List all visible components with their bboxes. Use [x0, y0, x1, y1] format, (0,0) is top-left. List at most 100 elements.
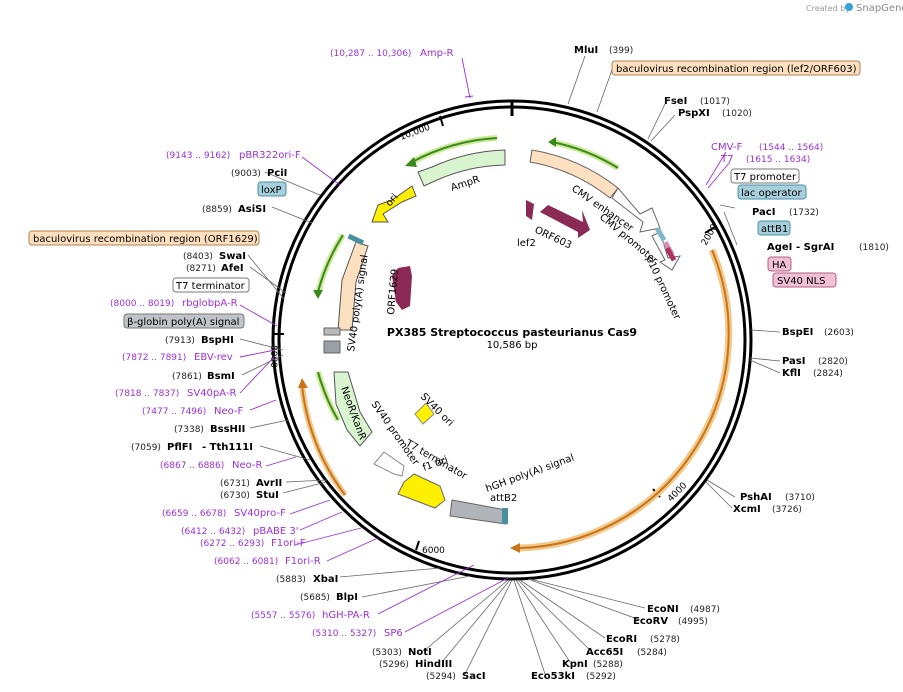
site-blpi[interactable]: BlpI: [336, 592, 358, 603]
site-eco53ki-pos: (5292): [586, 672, 616, 682]
site-stui-pos: (6730): [220, 491, 250, 501]
site-mlui-pos: (399): [609, 46, 633, 56]
site-pshai[interactable]: PshAI: [740, 492, 772, 503]
cmv-promoter-feature: [611, 187, 661, 233]
site-kfli[interactable]: KflI: [782, 368, 801, 379]
site-bsshii[interactable]: BssHII: [210, 424, 245, 435]
primer-sv40pro-f-pos: (6659 .. 6678): [162, 509, 226, 519]
orf1629-region-feature: [337, 241, 369, 331]
f1-ori-arrow: [397, 473, 446, 509]
site-acc65i[interactable]: Acc65I: [586, 647, 623, 658]
label-orf603: ORF603: [533, 225, 574, 252]
site-saci[interactable]: SacI: [462, 671, 486, 682]
label-ampr: AmpR: [450, 174, 482, 194]
site-hindiii[interactable]: HindIII: [415, 659, 452, 670]
site-econi[interactable]: EcoNI: [647, 604, 679, 615]
site-pflfi-tth111i[interactable]: - Tth111I: [202, 442, 253, 453]
primer-cmv-f[interactable]: CMV-F: [711, 142, 742, 153]
boxed-label-lac-operator: lac operator: [737, 184, 807, 200]
primer-sp6-pos: (5310 .. 5327): [312, 629, 376, 639]
site-acc65i-pos: (5284): [637, 648, 667, 658]
site-agei[interactable]: AgeI: [767, 242, 792, 253]
primer-neo-f[interactable]: Neo-F: [214, 406, 244, 417]
attb2-feature: [502, 508, 508, 524]
label-lef2: lef2: [517, 238, 536, 249]
site-bspei[interactable]: BspEI: [782, 327, 813, 338]
site-stui[interactable]: StuI: [256, 490, 279, 501]
primer-sp6[interactable]: SP6: [384, 628, 403, 639]
credit-brand: SnapGene: [856, 3, 903, 14]
green-arc-top-arrow: [548, 137, 556, 147]
tick-mark: [704, 226, 716, 234]
green-arc-top-core: [551, 141, 619, 169]
boxed-label-attb1: attB1: [757, 220, 791, 236]
site-xcmi[interactable]: XcmI: [733, 504, 761, 515]
boxed-label-t7-terminator: T7 terminator: [172, 277, 250, 293]
site-xbai[interactable]: XbaI: [313, 574, 338, 585]
site-pasi[interactable]: PasI: [782, 356, 805, 367]
primer-pbabe3[interactable]: pBABE 3': [253, 526, 299, 537]
svg-text:SV40 NLS: SV40 NLS: [777, 276, 826, 287]
primer-t7[interactable]: T7: [720, 154, 733, 165]
lef2-arrow: [526, 200, 534, 220]
site-mlui[interactable]: MluI: [574, 45, 598, 56]
primer-amp-r[interactable]: Amp-R: [420, 48, 454, 59]
site-pflfi[interactable]: PflFI: [167, 442, 192, 453]
cas9-arc: [519, 248, 733, 552]
site-bsmi-pos: (7861): [172, 372, 202, 382]
site-ecorv-pos: (4995): [678, 617, 708, 627]
primer-f1ori-r[interactable]: F1ori-R: [285, 556, 321, 567]
plasmid-name: PX385 Streptococcus pasteurianus Cas9: [387, 326, 637, 339]
primer-rbglobpa-r[interactable]: rbglobpA-R: [182, 298, 238, 309]
site-afei[interactable]: AfeI: [221, 263, 244, 274]
primer-hgh-pa-r[interactable]: hGH-PA-R: [322, 610, 370, 621]
site-paci[interactable]: PacI: [752, 207, 775, 218]
green-arc-amp-core: [411, 137, 498, 163]
site-agei-sgrai[interactable]: - SgrAI: [796, 242, 834, 253]
green-arc-neo-core: [317, 371, 339, 421]
svg-text:attB1: attB1: [761, 224, 788, 235]
site-kpni[interactable]: KpnI: [562, 659, 588, 670]
site-swai[interactable]: SwaI: [219, 251, 246, 262]
site-eco53ki[interactable]: Eco53kI: [531, 671, 575, 682]
svg-text:lac operator: lac operator: [741, 188, 802, 199]
primer-pbr322ori-f[interactable]: pBR322ori-F: [239, 150, 301, 161]
site-afei-pos: (8271): [186, 264, 216, 274]
primer-ebv-rev-pos: (7872 .. 7891): [122, 353, 186, 363]
loxp-feature: [347, 233, 365, 246]
orange-arc-left-core: [301, 384, 346, 496]
primer-neo-r[interactable]: Neo-R: [232, 460, 263, 471]
credit-text: Created by: [806, 4, 850, 13]
primer-sv40pro-f[interactable]: SV40pro-F: [234, 508, 286, 519]
green-arc-left-core: [317, 234, 344, 293]
site-ecori[interactable]: EcoRI: [606, 634, 637, 645]
site-blpi-pos: (5685): [300, 593, 330, 603]
green-arc-left-arrow: [313, 290, 323, 299]
site-pcii[interactable]: PciI: [267, 168, 287, 179]
primer-ebv-rev[interactable]: EBV-rev: [194, 352, 233, 363]
site-avrii[interactable]: AvrII: [256, 478, 282, 489]
site-bspei-pos: (2603): [824, 328, 854, 338]
primer-sv40pa-r-pos: (7818 .. 7837): [115, 389, 179, 399]
primer-sv40pa-r[interactable]: SV40pA-R: [187, 388, 236, 399]
tick-mark: [415, 540, 420, 551]
site-ecorv[interactable]: EcoRV: [633, 616, 668, 627]
site-fsei[interactable]: FseI: [664, 96, 687, 107]
orf603-arrow: [540, 205, 590, 238]
site-bsphi[interactable]: BspHI: [201, 335, 234, 346]
boxed-label-sv40-nls: SV40 NLS: [772, 272, 837, 288]
primer-f1ori-r-pos: (6062 .. 6081): [214, 557, 278, 567]
green-arc-amp-arrow: [405, 157, 417, 167]
site-bsphi-pos: (7913): [165, 336, 195, 346]
primer-pbr322ori-f-pos: (9143 .. 9162): [166, 151, 230, 161]
boxed-label-bac-orf1629: baculovirus recombination region (ORF162…: [28, 230, 260, 246]
site-agei-pos: (1810): [859, 243, 889, 253]
site-asisi[interactable]: AsiSI: [238, 204, 266, 215]
label-p10-promoter: p10 promoter: [643, 255, 682, 323]
site-kpni-pos: (5288): [593, 660, 623, 670]
primer-f1ori-f[interactable]: F1ori-F: [271, 538, 306, 549]
site-bsmi[interactable]: BsmI: [207, 371, 235, 382]
site-noti[interactable]: NotI: [408, 647, 432, 658]
site-pspxi[interactable]: PspXI: [678, 108, 710, 119]
